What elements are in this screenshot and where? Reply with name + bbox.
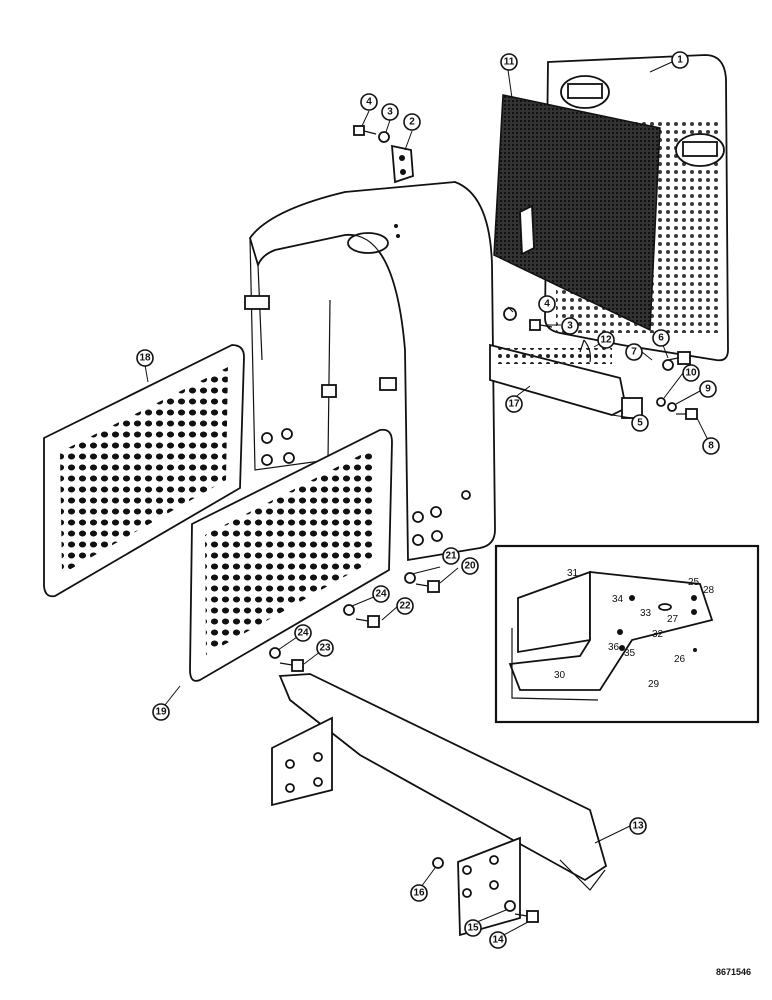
inset-label-36: 36 — [608, 642, 620, 653]
callout-18: 18 — [136, 349, 154, 367]
side-rail — [489, 343, 628, 416]
lock-washer — [656, 397, 666, 407]
front-side-screen — [189, 428, 393, 682]
inset-label-30: 30 — [554, 670, 566, 681]
svg-text:4: 4 — [366, 97, 372, 108]
inset-label-34: 34 — [612, 594, 624, 605]
svg-text:24: 24 — [375, 589, 387, 600]
bolt-20 — [415, 580, 440, 593]
washer-right — [503, 307, 517, 321]
callout-4: 4 — [538, 295, 556, 313]
washer-24-lower — [269, 647, 281, 659]
svg-text:1: 1 — [677, 55, 683, 66]
inset-label-35: 35 — [624, 648, 636, 659]
washer-21 — [404, 572, 416, 584]
callout-20: 20 — [461, 557, 479, 575]
inset-labels: 25 26 27 28 29 30 31 32 33 34 35 36 — [554, 568, 715, 690]
svg-text:12: 12 — [600, 335, 612, 346]
callout-17: 17 — [505, 395, 523, 413]
callout-14: 14 — [489, 931, 507, 949]
bolt-22 — [355, 615, 380, 628]
callout-23: 23 — [316, 639, 334, 657]
callout-5: 5 — [631, 414, 649, 432]
inset-label-26: 26 — [674, 654, 686, 665]
mounting-bracket — [391, 144, 414, 184]
callout-7: 7 — [625, 343, 643, 361]
svg-text:19: 19 — [155, 707, 167, 718]
svg-text:21: 21 — [445, 551, 457, 562]
svg-text:2: 2 — [409, 117, 415, 128]
callout-12: 12 — [597, 331, 615, 349]
washer-upper — [378, 131, 390, 143]
svg-text:7: 7 — [631, 347, 637, 358]
svg-text:4: 4 — [544, 299, 550, 310]
svg-text:3: 3 — [387, 107, 393, 118]
svg-text:22: 22 — [399, 601, 411, 612]
svg-text:9: 9 — [705, 384, 711, 395]
callout-22: 22 — [396, 597, 414, 615]
callout-9: 9 — [699, 380, 717, 398]
svg-text:5: 5 — [637, 418, 643, 429]
washer-6 — [662, 359, 674, 371]
bottom-support-plate — [271, 673, 608, 937]
svg-text:6: 6 — [658, 333, 664, 344]
callout-1: 1 — [671, 51, 689, 69]
detail-inset — [494, 544, 760, 724]
inset-label-32: 32 — [652, 629, 664, 640]
inset-label-27: 27 — [667, 614, 679, 625]
callout-2: 2 — [403, 113, 421, 131]
bolt-right — [529, 319, 553, 331]
svg-text:15: 15 — [467, 923, 479, 934]
drawing-reference-number: 8671546 — [716, 967, 752, 977]
nut-16 — [432, 857, 444, 869]
callout-3: 3 — [381, 103, 399, 121]
svg-text:8: 8 — [708, 441, 714, 452]
svg-text:13: 13 — [632, 821, 644, 832]
svg-text:14: 14 — [492, 935, 504, 946]
washer-9 — [667, 402, 677, 412]
bolt-8 — [676, 408, 698, 420]
svg-text:10: 10 — [685, 368, 697, 379]
svg-text:3: 3 — [567, 321, 573, 332]
bolt-upper — [353, 125, 377, 136]
bolt-6 — [667, 351, 691, 365]
bolt-14 — [514, 910, 539, 923]
callout-13: 13 — [629, 817, 647, 835]
inset-label-28: 28 — [703, 585, 715, 596]
svg-text:20: 20 — [464, 561, 476, 572]
grille-handle-top — [560, 75, 610, 109]
inset-label-29: 29 — [648, 679, 660, 690]
grille-handle-bottom — [675, 133, 725, 167]
left-side-screen — [43, 344, 245, 598]
svg-text:17: 17 — [508, 399, 520, 410]
callout-24: 24 — [294, 624, 312, 642]
callout-10: 10 — [682, 364, 700, 382]
clip — [579, 339, 591, 363]
callout-6: 6 — [652, 329, 670, 347]
svg-text:23: 23 — [319, 643, 331, 654]
inset-label-31: 31 — [567, 568, 579, 579]
bolt-23 — [279, 659, 304, 672]
callout-16: 16 — [410, 884, 428, 902]
washer-15 — [504, 900, 516, 912]
callout-24: 24 — [372, 585, 390, 603]
inset-label-33: 33 — [640, 608, 652, 619]
svg-text:11: 11 — [504, 57, 515, 68]
radiator-shroud — [244, 181, 496, 562]
screen-mesh — [493, 94, 661, 332]
callout-11: 11 — [500, 53, 518, 71]
svg-text:24: 24 — [297, 628, 309, 639]
callout-19: 19 — [152, 703, 170, 721]
washer-24-upper — [343, 604, 355, 616]
callout-4: 4 — [360, 93, 378, 111]
inset-label-25: 25 — [688, 577, 700, 588]
svg-text:18: 18 — [139, 353, 151, 364]
callout-3: 3 — [561, 317, 579, 335]
callout-21: 21 — [442, 547, 460, 565]
svg-text:16: 16 — [413, 888, 425, 899]
callout-15: 15 — [464, 919, 482, 937]
callout-8: 8 — [702, 437, 720, 455]
